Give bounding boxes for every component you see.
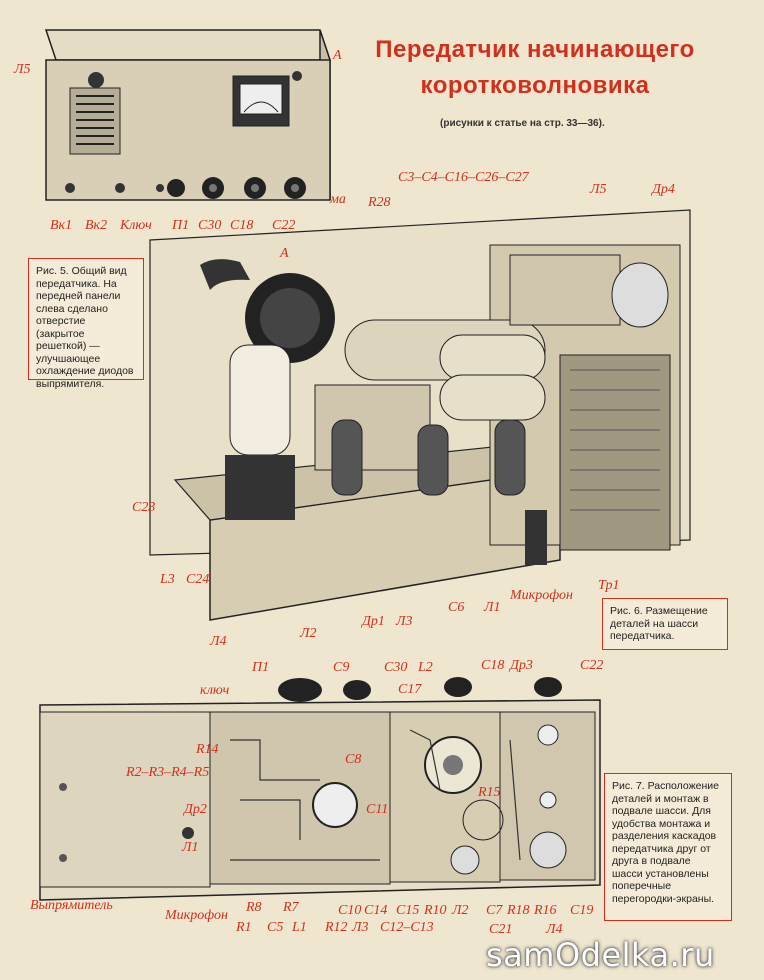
fig7-label-vypr: Выпрямитель — [30, 898, 113, 913]
fig7-label-c8: С8 — [345, 752, 362, 767]
fig7-label-r1: R1 — [236, 920, 252, 935]
fig6-label-ma: ма — [330, 192, 346, 207]
fig7-label-kluch: ключ — [200, 683, 230, 698]
fig7-label-c10: С10 — [338, 903, 362, 918]
fig5-caption: Рис. 5. Общий вид передатчика. На передн… — [28, 258, 144, 390]
title-line-1: Передатчик начинающего — [375, 36, 695, 63]
fig7-caption: Рис. 7. Расположение деталей и монтаж в … — [604, 773, 732, 921]
fig7-label-mic: Микрофон — [165, 908, 228, 923]
fig7-label-l2: L2 — [418, 660, 433, 675]
fig6-label-a: А — [280, 246, 289, 261]
fig5-label-c22: С22 — [272, 218, 296, 233]
fig6-label-c24: С24 — [186, 572, 210, 587]
fig7-label-p1: П1 — [252, 660, 270, 675]
fig5-label-c30: С30 — [198, 218, 222, 233]
fig7-label-c11: С11 — [366, 802, 389, 817]
fig7-label-l3: Л3 — [352, 920, 369, 935]
fig6-label-mic: Микрофон — [510, 588, 573, 603]
fig7-label-r16: R16 — [534, 903, 557, 918]
fig7-label-r7: R7 — [283, 900, 299, 915]
fig7-label-r18: R18 — [507, 903, 530, 918]
fig7-label-c19: С19 — [570, 903, 594, 918]
fig7-label-c15: С15 — [396, 903, 420, 918]
fig7-label-c18: С18 — [481, 658, 505, 673]
fig5-label-a: А — [333, 48, 342, 63]
fig6-label-tr1: Тр1 — [598, 578, 620, 593]
fig7-label-l2b: Л2 — [452, 903, 469, 918]
fig6-label-l4: Л4 — [210, 634, 227, 649]
fig5-label-vk2: Вк2 — [85, 218, 108, 233]
fig7-label-dr3: Др3 — [510, 658, 533, 673]
fig7-label-r8: R8 — [246, 900, 262, 915]
fig7-label-c21: С21 — [489, 922, 513, 937]
fig6-caption: Рис. 6. Размещение деталей на шасси пере… — [602, 598, 728, 650]
fig7-label-r15: R15 — [478, 785, 501, 800]
fig7-label-l4: Л4 — [546, 922, 563, 937]
fig6-label-dr4: Др4 — [652, 182, 675, 197]
fig5-label-c18: С18 — [230, 218, 254, 233]
fig6-label-dr1: Др1 — [362, 614, 385, 629]
fig7-label-c7: С7 — [486, 903, 503, 918]
fig5-label-vk1: Вк1 — [50, 218, 73, 233]
fig6-label-l3b: Л3 — [396, 614, 413, 629]
fig6-label-l2: Л2 — [300, 626, 317, 641]
fig6-label-c6: С6 — [448, 600, 465, 615]
fig7-label-c12: С12–С13 — [380, 920, 434, 935]
fig6-label-c23: С23 — [132, 500, 156, 515]
fig6-label-r28: R28 — [368, 195, 391, 210]
fig7-label-L1: L1 — [292, 920, 307, 935]
fig7-label-dr2: Др2 — [184, 802, 207, 817]
page-title: Передатчик начинающего коротковолновика — [330, 32, 740, 104]
fig6-chassis — [149, 209, 691, 621]
fig7-label-r10: R10 — [424, 903, 447, 918]
fig5-label-kluch: Ключ — [120, 218, 152, 233]
fig6-label-l1: Л1 — [484, 600, 501, 615]
fig5-label-l5: Л5 — [14, 62, 31, 77]
fig7-label-r14: R14 — [196, 742, 219, 757]
page-subtitle: (рисунки к статье на стр. 33—36). — [440, 118, 605, 129]
fig7-label-rgroup: R2–R3–R4–R5 — [126, 765, 210, 780]
fig7-label-c30: С30 — [384, 660, 408, 675]
fig7-label-c17: С17 — [398, 682, 422, 697]
fig7-label-c14: С14 — [364, 903, 388, 918]
fig7-label-c5: С5 — [267, 920, 284, 935]
fig7-label-c22: С22 — [580, 658, 604, 673]
fig7-label-c9: С9 — [333, 660, 350, 675]
title-line-2: коротковолновика — [420, 72, 650, 99]
fig5-label-p1: П1 — [172, 218, 190, 233]
fig7-underside — [39, 677, 601, 901]
site-watermark: samOdelka.ru — [486, 936, 715, 974]
fig6-label-l3: L3 — [160, 572, 175, 587]
fig6-label-cgroup: С3–С4–С16–С26–С27 — [398, 170, 529, 185]
fig7-label-r12: R12 — [325, 920, 348, 935]
fig5-front-panel — [44, 29, 332, 201]
fig7-label-l1: Л1 — [182, 840, 199, 855]
fig6-label-l5: Л5 — [590, 182, 607, 197]
